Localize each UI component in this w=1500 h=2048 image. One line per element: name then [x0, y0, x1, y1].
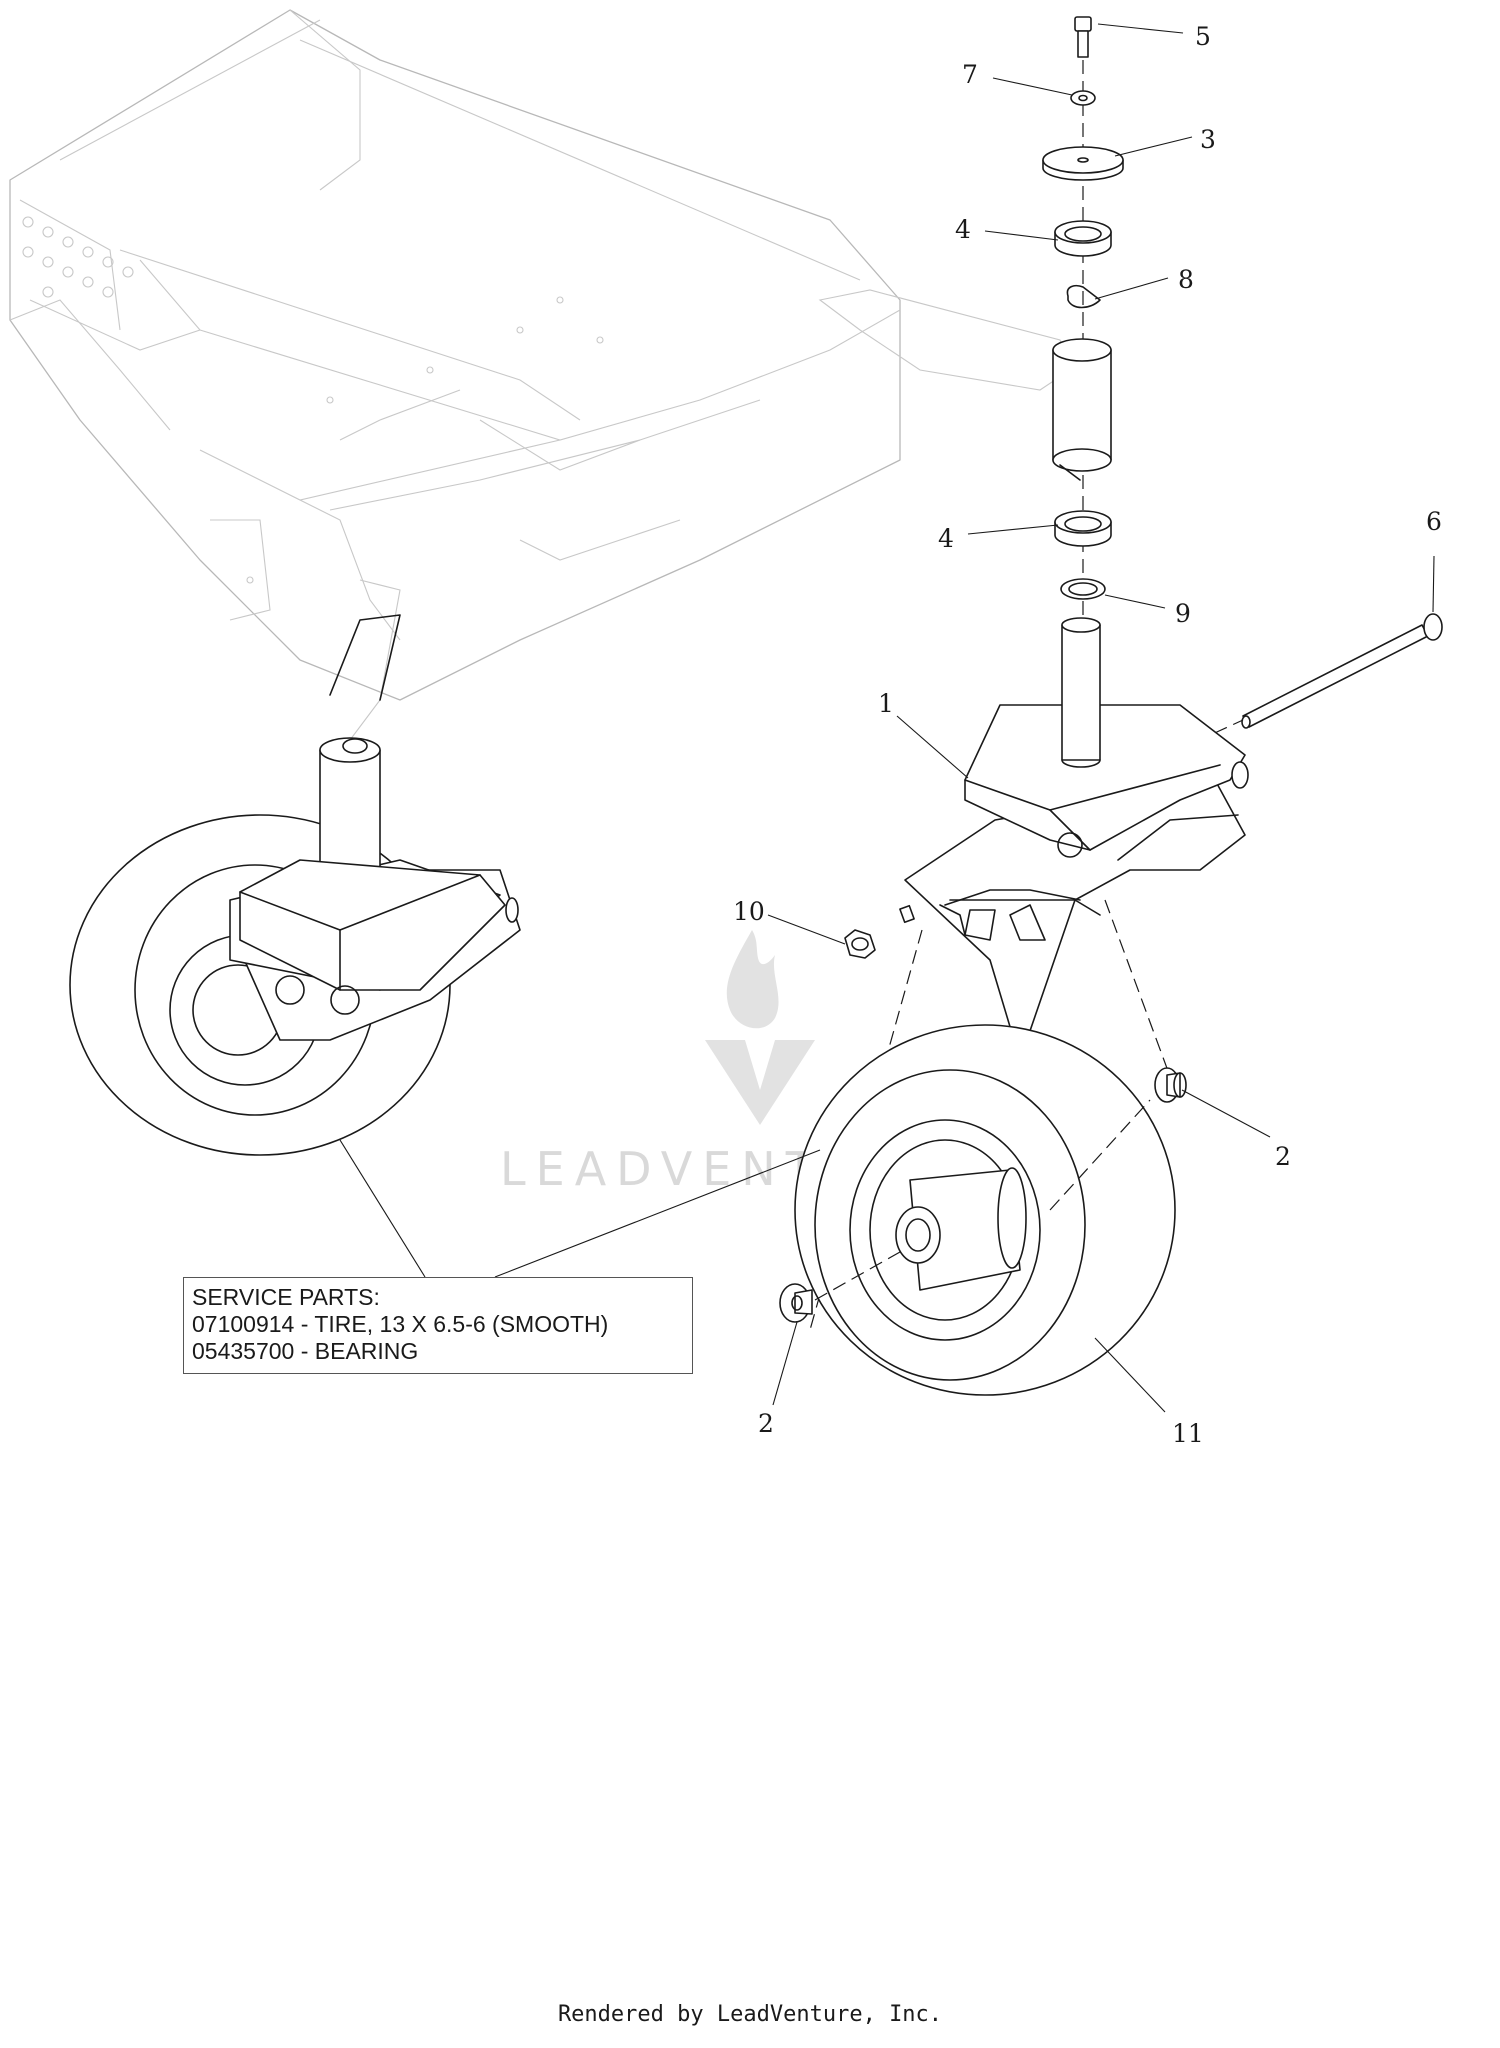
callout-2-right: 2 — [1275, 1142, 1291, 1171]
callout-labels: 5 7 3 4 8 4 6 9 1 10 2 2 11 — [733, 22, 1442, 1448]
caster-pivot-tube — [1052, 338, 1112, 481]
callout-2-left: 2 — [758, 1409, 774, 1438]
part-4-bearing-bottom — [1054, 510, 1112, 547]
service-part-bearing: 05435700 - BEARING — [192, 1338, 419, 1364]
mower-frame — [9, 9, 1071, 741]
part-5-bolt — [1074, 16, 1092, 58]
callout-5: 5 — [1195, 22, 1211, 51]
callout-3: 3 — [1200, 125, 1216, 154]
callout-6: 6 — [1426, 507, 1442, 536]
callout-4-top: 4 — [955, 215, 971, 244]
callout-11: 11 — [1172, 1419, 1204, 1448]
exploded-kingpin-stack — [1042, 16, 1124, 640]
service-part-tire: 07100914 - TIRE, 13 X 6.5-6 (SMOOTH) — [192, 1311, 609, 1337]
part-11-tire-wheel — [794, 1024, 1176, 1396]
callout-10: 10 — [733, 897, 765, 926]
part-10-locknut — [844, 929, 876, 959]
alignment-line-right — [1104, 899, 1176, 1091]
part-9-spacer-ring — [1060, 578, 1106, 600]
service-parts-heading: SERVICE PARTS: — [192, 1284, 380, 1310]
callout-7: 7 — [962, 60, 978, 89]
part-6-axle-bolt — [1194, 613, 1443, 743]
part-1-caster-fork — [899, 617, 1249, 1061]
part-7-lock-washer — [1070, 90, 1096, 106]
part-8-retaining-clip — [1066, 284, 1101, 309]
footer-credit: Rendered by LeadVenture, Inc. — [557, 2002, 943, 2027]
callout-9: 9 — [1175, 599, 1191, 628]
part-4-bearing-top — [1054, 220, 1112, 257]
callout-1: 1 — [878, 689, 894, 718]
part-2-bearing-right — [1154, 1067, 1187, 1103]
callout-4-bottom: 4 — [938, 524, 954, 553]
assembled-caster-wheel-left — [69, 614, 521, 1156]
part-2-bearing-left — [779, 1283, 813, 1323]
part-3-cap-washer — [1042, 146, 1124, 181]
service-parts-box: SERVICE PARTS: 07100914 - TIRE, 13 X 6.5… — [183, 1277, 693, 1374]
callout-8: 8 — [1178, 265, 1194, 294]
callout-leaders — [339, 23, 1435, 1413]
